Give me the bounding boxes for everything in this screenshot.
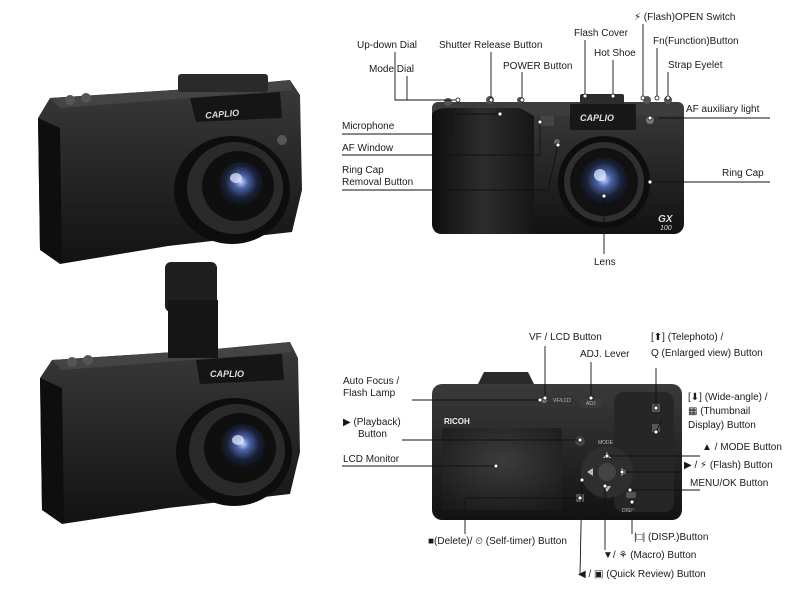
camera-back-view: RICOH VF/LCD ADJ MODE DISP (432, 372, 682, 520)
label-delete-selftimer: ■(Delete)/ ⏲ (Self-timer) Button (428, 536, 567, 547)
label-flash-button: ▶ / ⚡ (Flash) Button (684, 460, 773, 471)
label-autofocus-2: Flash Lamp (343, 388, 396, 399)
label-menu-ok: MENU/OK Button (690, 478, 769, 489)
ricoh-logo: RICOH (444, 417, 470, 426)
label-ring-cap-removal-2: Removal Button (342, 177, 414, 188)
brand-logo-2: CAPLIO (210, 369, 244, 379)
label-autofocus-1: Auto Focus / (343, 376, 400, 387)
label-wide-3: Display) Button (688, 420, 756, 431)
label-adj-lever: ADJ. Lever (580, 349, 630, 360)
label-playback-1: ▶ (Playback) (343, 417, 401, 428)
label-flash-open-switch: ⚡ (Flash)OPEN Switch (634, 12, 736, 23)
label-microphone: Microphone (342, 121, 395, 132)
adj-mark: ADJ (586, 401, 596, 407)
vf-lcd-mark: VF/LCD (553, 398, 571, 404)
label-af-window: AF Window (342, 143, 394, 154)
label-flash-cover: Flash Cover (574, 28, 628, 39)
mode-mark: MODE (598, 440, 614, 446)
label-quick-review: ◀ / ▣ (Quick Review) Button (578, 569, 706, 580)
label-lcd-monitor: LCD Monitor (343, 454, 400, 465)
model-mark: GX (658, 214, 674, 225)
label-telephoto-1: [⬆] (Telephoto) / (651, 332, 724, 343)
label-ring-cap-removal-1: Ring Cap (342, 165, 384, 176)
front-brand-logo: CAPLIO (580, 113, 614, 123)
camera-front-view: CAPLIO GX 100 (432, 94, 684, 234)
brand-logo-1: CAPLIO (205, 108, 240, 121)
label-telephoto-2: Q (Enlarged view) Button (651, 348, 763, 359)
model-number-mark: 100 (660, 225, 672, 232)
camera-perspective-2: CAPLIO (40, 262, 300, 524)
label-playback-2: Button (358, 429, 387, 440)
label-shutter-release: Shutter Release Button (439, 40, 543, 51)
label-vf-lcd-button: VF / LCD Button (529, 332, 602, 343)
label-af-aux-light: AF auxiliary light (686, 104, 760, 115)
back-callout-lines (342, 346, 700, 575)
front-callout-lines (342, 24, 770, 254)
label-macro-button: ▼/ ⚘ (Macro) Button (603, 550, 697, 561)
lcd-screen (442, 428, 562, 510)
label-disp-button: |□| (DISP.)Button (634, 532, 709, 543)
label-mode-button: ▲ / MODE Button (702, 442, 782, 453)
label-hot-shoe: Hot Shoe (594, 48, 636, 59)
label-mode-dial: Mode Dial (369, 64, 415, 75)
label-strap-eyelet: Strap Eyelet (668, 60, 723, 71)
label-wide-2: ▦ (Thumbnail (688, 406, 751, 417)
label-ring-cap: Ring Cap (722, 168, 764, 179)
disp-mark: DISP (622, 508, 634, 514)
label-fn-button: Fn(Function)Button (653, 36, 739, 47)
camera-perspective-1: CAPLIO (38, 74, 302, 264)
label-wide-1: [⬇] (Wide-angle) / (688, 392, 768, 403)
label-power-button: POWER Button (503, 61, 573, 72)
label-lens: Lens (594, 257, 616, 268)
label-updown-dial: Up-down Dial (357, 40, 418, 51)
